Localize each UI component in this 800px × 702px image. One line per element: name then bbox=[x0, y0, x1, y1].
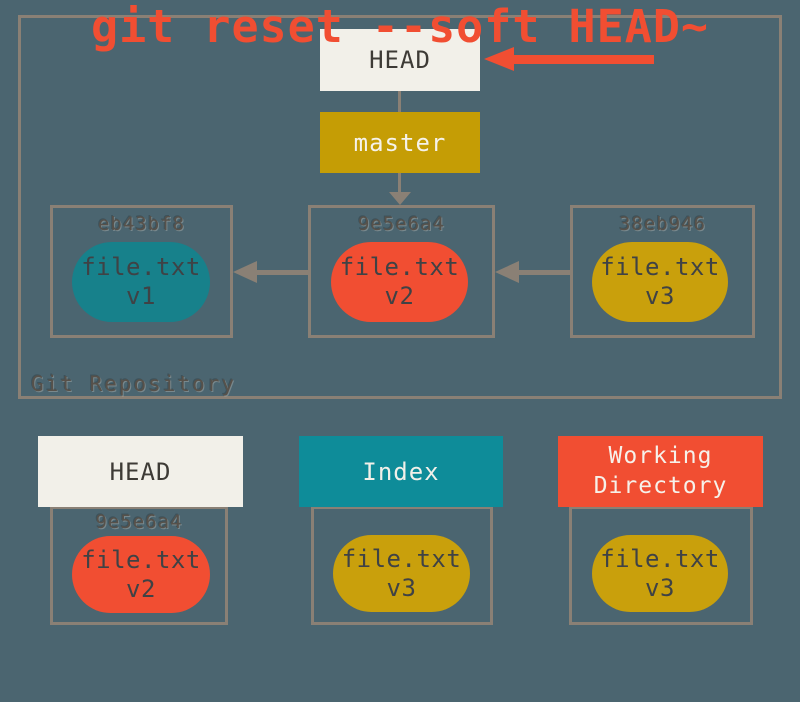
index-column-label: Index bbox=[362, 457, 440, 486]
reset-arrow-shaft bbox=[512, 55, 654, 64]
master-branch-label: master bbox=[353, 128, 447, 157]
file-blob-v3: file.txt v3 bbox=[592, 242, 728, 322]
file-name: file.txt bbox=[81, 545, 201, 574]
file-name: file.txt bbox=[600, 544, 720, 573]
head-area-box bbox=[50, 506, 228, 625]
working-directory-area-box bbox=[569, 506, 753, 625]
index-file-blob: file.txt v3 bbox=[333, 535, 470, 612]
file-name: file.txt bbox=[81, 253, 201, 282]
arrow-shaft bbox=[518, 270, 570, 275]
file-version: v3 bbox=[386, 573, 417, 602]
file-blob-v2: file.txt v2 bbox=[331, 242, 468, 322]
head-column-box: HEAD bbox=[38, 436, 243, 507]
reset-arrow-head bbox=[484, 47, 514, 71]
commit-box-eb43bf8 bbox=[50, 205, 233, 338]
commit-hash: 9e5e6a4 bbox=[357, 213, 446, 235]
file-version: v2 bbox=[384, 282, 415, 310]
file-name: file.txt bbox=[600, 253, 720, 282]
arrow-head bbox=[233, 261, 257, 283]
command-caption: git reset --soft HEAD~ bbox=[90, 0, 710, 53]
working-directory-file-blob: file.txt v3 bbox=[592, 535, 728, 612]
commit-hash: 38eb946 bbox=[618, 213, 707, 235]
master-arrow-head bbox=[389, 192, 411, 205]
git-repository-label: Git Repository bbox=[31, 372, 237, 396]
head-commit-hash: 9e5e6a4 bbox=[95, 511, 183, 533]
head-to-master-connector bbox=[398, 91, 401, 112]
file-name: file.txt bbox=[339, 253, 460, 282]
index-area-box bbox=[311, 506, 493, 625]
head-file-blob: file.txt v2 bbox=[72, 536, 210, 613]
commit-hash: eb43bf8 bbox=[97, 213, 186, 235]
file-name: file.txt bbox=[341, 544, 462, 573]
head-pointer-box: HEAD bbox=[320, 29, 480, 91]
index-column-box: Index bbox=[299, 436, 503, 507]
arrow-head bbox=[495, 261, 519, 283]
master-branch-box: master bbox=[320, 112, 480, 173]
commit-box-38eb946 bbox=[570, 205, 755, 338]
arrow-shaft bbox=[256, 270, 308, 275]
file-version: v3 bbox=[645, 282, 675, 310]
commit-box-9e5e6a4 bbox=[308, 205, 495, 338]
head-column-label: HEAD bbox=[109, 457, 172, 486]
file-blob-v1: file.txt v1 bbox=[72, 242, 210, 322]
master-arrow-shaft bbox=[398, 173, 401, 193]
file-version: v1 bbox=[126, 282, 156, 310]
git-repository-box bbox=[18, 15, 782, 399]
head-pointer-label: HEAD bbox=[369, 46, 431, 74]
file-version: v3 bbox=[645, 573, 675, 602]
file-version: v2 bbox=[126, 574, 156, 603]
working-directory-column-box: Working Directory bbox=[558, 436, 763, 507]
working-directory-column-label: Working Directory bbox=[593, 442, 728, 499]
